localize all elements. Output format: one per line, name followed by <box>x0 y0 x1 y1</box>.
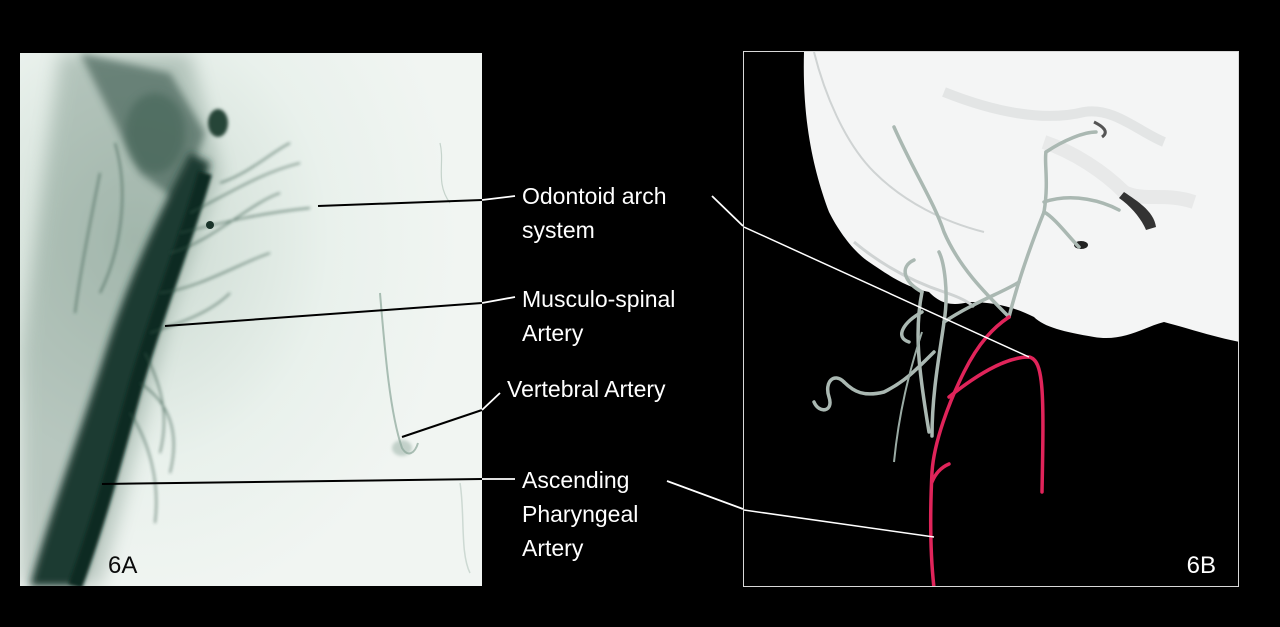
panel-b-label: 6B <box>1186 552 1216 579</box>
angiogram-panel: 6A <box>20 53 482 586</box>
angiogram-image <box>20 53 482 586</box>
label-line: Pharyngeal <box>522 501 639 527</box>
label-ascending-pharyngeal-artery: Ascending Pharyngeal Artery <box>522 463 638 565</box>
label-odontoid-arch-system: Odontoid arch system <box>522 179 666 247</box>
panel-b-pointer-lines <box>744 226 1030 538</box>
illustration-image <box>744 52 1238 586</box>
label-vertebral-artery: Vertebral Artery <box>507 372 666 406</box>
label-line: Odontoid arch <box>522 183 667 209</box>
label-musculo-spinal-artery: Musculo-spinal Artery <box>522 282 675 350</box>
label-line: Ascending <box>522 467 630 493</box>
illustration-panel: 6B <box>743 51 1239 587</box>
label-line: Vertebral Artery <box>507 376 666 402</box>
label-line: Artery <box>522 320 584 346</box>
label-line: Artery <box>522 535 584 561</box>
label-line: system <box>522 217 595 243</box>
panel-a-label: 6A <box>108 552 138 579</box>
label-line: Musculo-spinal <box>522 286 676 312</box>
